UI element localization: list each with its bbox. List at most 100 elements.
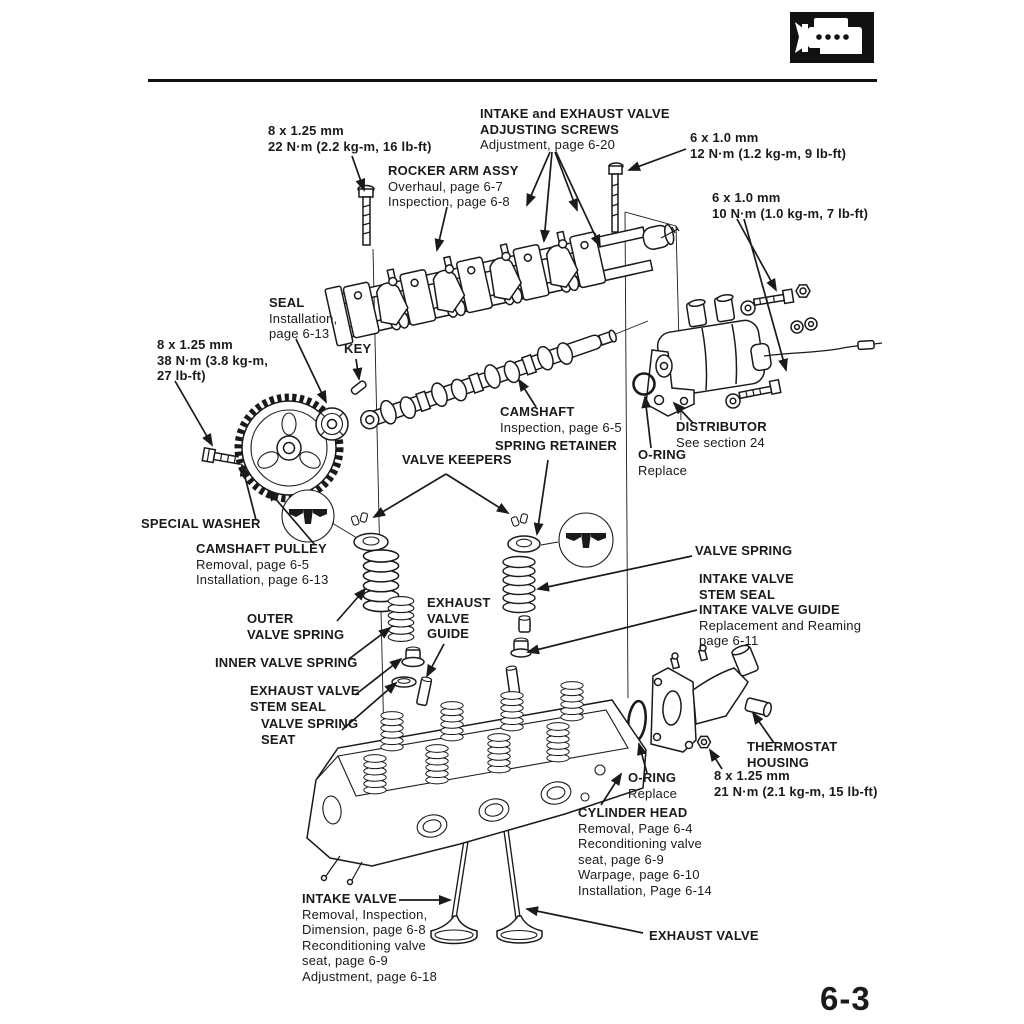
callout-bolt-6x10-10: 6 x 1.0 mm 10 N·m (1.0 kg-m, 7 lb-ft) — [712, 190, 868, 221]
callout-thermostat-housing: THERMOSTAT HOUSING — [747, 739, 837, 770]
callout-intake-valve: INTAKE VALVE Removal, Inspection, Dimens… — [302, 891, 437, 984]
callout-bolt-8x125-21: 8 x 1.25 mm 21 N·m (2.1 kg-m, 15 lb-ft) — [714, 768, 878, 799]
callout-valve-spring-seat: VALVE SPRING SEAT — [261, 716, 358, 747]
callout-bolt-8x125-38: 8 x 1.25 mm 38 N·m (3.8 kg-m, 27 lb-ft) — [157, 337, 268, 384]
callout-exhaust-valve: EXHAUST VALVE — [649, 928, 759, 944]
part-name: STEM SEAL — [250, 698, 327, 714]
callout-o-ring-top: O-RING Replace — [638, 447, 687, 478]
woodruff-key — [350, 380, 367, 395]
part-name: VALVE SPRING — [247, 626, 345, 642]
camshaft-pulley — [234, 393, 344, 503]
valve-spring-seat — [391, 676, 417, 688]
intake-stem-seal — [510, 637, 532, 658]
part-name: INTAKE VALVE — [302, 891, 397, 906]
callout-exhaust-valve-guide: EXHAUST VALVE GUIDE — [427, 595, 491, 642]
page-ref: seat, page 6-9 — [578, 851, 664, 867]
page-ref: Reconditioning valve — [302, 937, 426, 953]
thermostat-housing — [650, 644, 772, 753]
bolt-size: 8 x 1.25 mm — [157, 337, 233, 352]
part-name: VALVE SPRING — [695, 543, 793, 558]
part-name: HOUSING — [747, 754, 810, 770]
part-name: CAMSHAFT — [500, 404, 575, 419]
part-name: ROCKER ARM ASSY — [388, 163, 519, 178]
bolt-torque: 21 N·m (2.1 kg-m, 15 lb-ft) — [714, 783, 878, 799]
header-rule — [148, 79, 877, 82]
page-ref: Replacement and Reaming — [699, 617, 862, 633]
part-name: INTAKE and EXHAUST VALVE — [480, 106, 670, 121]
o-ring-top — [632, 372, 656, 396]
pulley-bolt — [201, 446, 244, 466]
intake-valve-guide — [505, 665, 521, 696]
callout-camshaft: CAMSHAFT Inspection, page 6-5 — [500, 404, 622, 435]
callout-exhaust-stem-seal: EXHAUST VALVE STEM SEAL — [250, 683, 360, 714]
page-ref: Removal, page 6-5 — [196, 556, 310, 572]
leader-arrows — [174, 148, 788, 934]
callout-bolt-6x10-12: 6 x 1.0 mm 12 N·m (1.2 kg-m, 9 lb-ft) — [690, 130, 846, 161]
cylinder-head — [306, 681, 647, 886]
page-ref: Dimension, page 6-8 — [302, 922, 426, 937]
callout-outer-valve-spring: OUTER VALVE SPRING — [247, 611, 344, 642]
part-name: STEM SEAL — [699, 586, 776, 602]
page-ref: Adjustment, page 6-20 — [480, 137, 616, 152]
part-name: EXHAUST — [427, 595, 491, 610]
part-name: EXHAUST VALVE — [250, 683, 360, 698]
part-name: EXHAUST VALVE — [649, 928, 759, 943]
page-ref: Overhaul, page 6-7 — [388, 178, 503, 194]
exhaust-valve — [496, 829, 543, 944]
rocker-arm-assy — [324, 224, 680, 347]
distributor-bolts — [725, 284, 818, 409]
callout-bolt-8x125-22: 8 x 1.25 mm 22 N·m (2.2 kg-m, 16 lb-ft) — [268, 123, 432, 154]
page-ref: seat, page 6-9 — [302, 953, 388, 968]
part-name: VALVE SPRING — [261, 716, 359, 731]
part-name: INNER VALVE SPRING — [215, 655, 358, 670]
page-ref: Inspection, page 6-8 — [388, 194, 510, 209]
camshaft — [360, 329, 617, 430]
callout-cylinder-head: CYLINDER HEAD Removal, Page 6-4 Recondit… — [578, 805, 712, 898]
page-ref: Adjustment, page 6-18 — [302, 968, 438, 984]
part-name: SPRING RETAINER — [495, 438, 617, 453]
page-ref: Removal, Page 6-4 — [578, 820, 693, 836]
page-ref: page 6-11 — [699, 633, 759, 648]
distributor — [645, 294, 883, 417]
callout-adjusting-screws: INTAKE and EXHAUST VALVE ADJUSTING SCREW… — [480, 106, 670, 153]
part-name: SEAT — [261, 731, 296, 747]
cam-seal — [315, 407, 349, 441]
callout-camshaft-pulley: CAMSHAFT PULLEY Removal, page 6-5 Instal… — [196, 541, 329, 588]
bolt-size: 8 x 1.25 mm — [268, 123, 344, 138]
bolt-6x10-12 — [608, 162, 624, 233]
bolt-torque: 22 N·m (2.2 kg-m, 16 lb-ft) — [268, 138, 432, 154]
retainer-detail-left — [281, 489, 358, 543]
bolt-size: 6 x 1.0 mm — [712, 190, 781, 205]
page-ref: Reconditioning valve — [578, 836, 702, 851]
part-name: ADJUSTING SCREWS — [480, 121, 619, 137]
part-name: CYLINDER HEAD — [578, 805, 688, 820]
engine-icon — [790, 12, 874, 63]
callout-key: KEY — [344, 341, 371, 357]
callout-intake-stem-seal-guide: INTAKE VALVE STEM SEAL INTAKE VALVE GUID… — [699, 571, 861, 649]
flange-bolt-8x125 — [357, 184, 375, 246]
callout-seal: SEAL Installation, page 6-13 — [269, 295, 337, 342]
page-ref: Installation, — [269, 310, 338, 326]
exhaust-valve-guide — [416, 676, 433, 707]
page-number: 6-3 — [820, 980, 871, 1017]
part-name: SPECIAL WASHER — [141, 516, 261, 531]
callout-valve-spring: VALVE SPRING — [695, 543, 792, 559]
part-name: SEAL — [269, 295, 305, 310]
callout-valve-keepers: VALVE KEEPERS — [402, 452, 512, 468]
part-name: INTAKE VALVE — [699, 571, 794, 586]
part-name: OUTER — [247, 611, 294, 626]
note: Replace — [638, 462, 688, 478]
page-ref: See section 24 — [676, 434, 765, 450]
page-ref: Installation, page 6-13 — [196, 572, 329, 587]
exhaust-stem-seal — [401, 646, 425, 668]
part-name: GUIDE — [427, 626, 470, 641]
note: Replace — [628, 785, 678, 801]
part-name: O-RING — [638, 447, 687, 462]
intake-valve-stack — [502, 513, 541, 696]
callout-spring-retainer: SPRING RETAINER — [495, 438, 617, 454]
retainer-detail-right — [540, 512, 614, 568]
part-name: KEY — [344, 341, 372, 356]
part-name: THERMOSTAT — [747, 739, 838, 754]
